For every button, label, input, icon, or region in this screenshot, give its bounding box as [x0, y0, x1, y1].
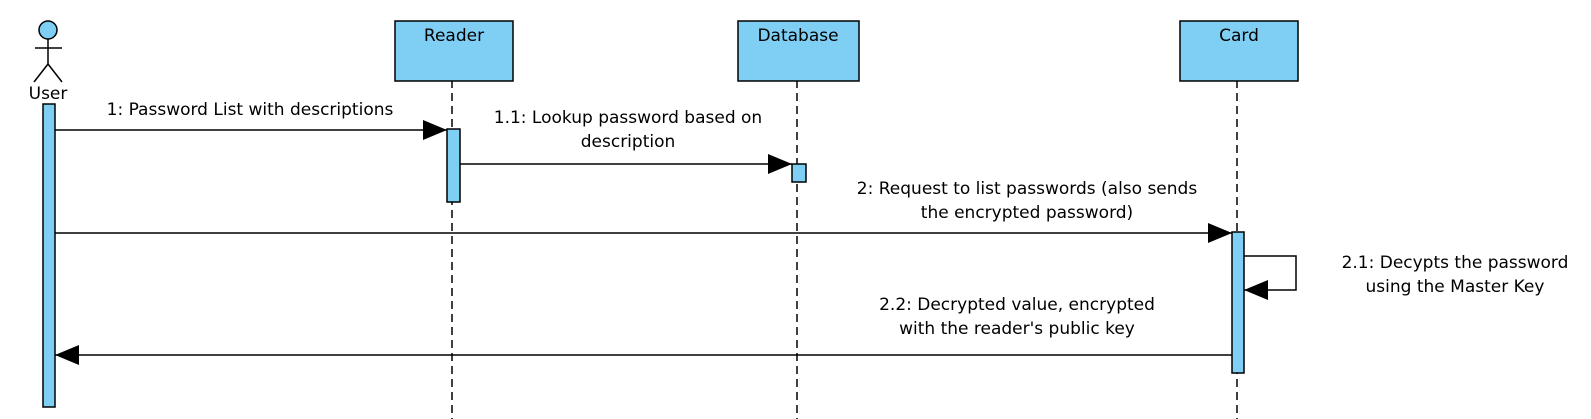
- participant-card: Card: [1179, 20, 1299, 82]
- participant-box: [394, 20, 514, 82]
- participant-database: Database: [737, 20, 860, 82]
- participant-label: Reader: [424, 26, 484, 46]
- message-1: 1: Password List with descriptions: [55, 100, 447, 140]
- participant-box: [737, 20, 860, 82]
- message-2-1: 2.1: Decypts the password using the Mast…: [1244, 253, 1569, 300]
- message-label: 1: Password List with descriptions: [107, 100, 394, 120]
- activation-bar-reader: [446, 128, 461, 203]
- message-label-line-1: 2.2: Decrypted value, encrypted: [879, 295, 1155, 315]
- message-2-2: 2.2: Decrypted value, encrypted with the…: [55, 295, 1232, 365]
- participant-label: User: [29, 84, 68, 104]
- message-label-line-2: using the Master Key: [1366, 277, 1545, 297]
- message-label-line-2: description: [581, 132, 676, 152]
- message-1-1: 1.1: Lookup password based on descriptio…: [460, 108, 792, 174]
- message-label-line-2: the encrypted password): [921, 203, 1133, 223]
- participant-reader: Reader: [394, 20, 514, 82]
- activation-bar-database: [791, 163, 807, 183]
- participant-label: Database: [757, 26, 838, 46]
- message-arrow: [1244, 255, 1297, 300]
- participant-box: [1179, 20, 1299, 82]
- message-label-line-1: 1.1: Lookup password based on: [494, 108, 762, 128]
- message-label-line-1: 2.1: Decypts the password: [1342, 253, 1569, 273]
- participant-label: Card: [1219, 26, 1259, 46]
- message-2: 2: Request to list passwords (also sends…: [55, 179, 1232, 243]
- activation-bar-card: [1231, 231, 1245, 374]
- actor-icon: [33, 20, 63, 83]
- activation-bars: [42, 103, 1245, 408]
- activation-bar-user: [42, 103, 56, 408]
- lifelines: [451, 80, 1238, 419]
- message-label-line-1: 2: Request to list passwords (also sends: [857, 179, 1198, 199]
- message-label-line-2: with the reader's public key: [899, 319, 1135, 339]
- participant-user: User: [29, 20, 68, 104]
